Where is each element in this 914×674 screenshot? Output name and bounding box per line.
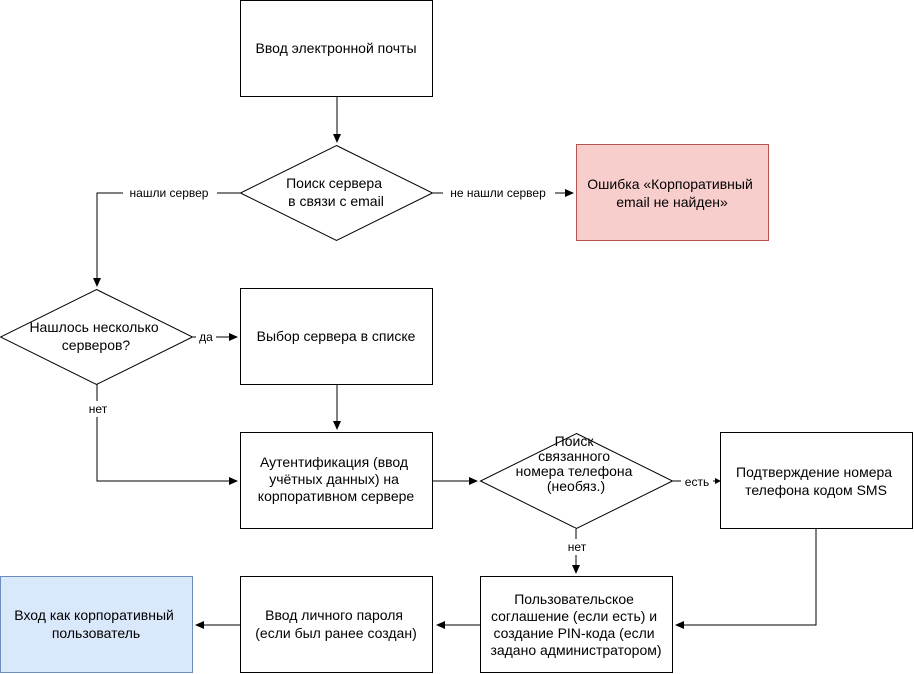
node-sms-confirm: Подтверждение номера телефона кодом SMS — [720, 432, 913, 529]
edge-label-not-found-server: не нашли сервер — [450, 186, 546, 200]
node-choose-server-text: Выбор сервера в списке — [257, 328, 416, 344]
edge-sms-to-agreement — [675, 528, 817, 629]
edge-label-no-phone: нет — [568, 540, 587, 554]
edge-label-no-servers: нет — [89, 402, 108, 416]
edge-label-has-phone: есть — [685, 475, 709, 489]
node-agreement: Пользовательское соглашение (если есть) … — [480, 576, 673, 673]
edge-search-found — [93, 192, 241, 287]
node-auth-text: Аутентификация (ввод учётных данных) на … — [258, 454, 415, 504]
node-auth: Аутентификация (ввод учётных данных) на … — [240, 432, 433, 529]
node-login-text: Вход как корпоративный пользователь — [14, 607, 177, 641]
node-multi-servers: Нашлось несколько серверов? — [0, 288, 194, 386]
node-choose-server: Выбор сервера в списке — [240, 288, 433, 385]
node-phone-search: Поиск связанного номера телефона (необяз… — [479, 432, 674, 530]
edge-label-found-server: нашли сервер — [130, 186, 209, 200]
node-agreement-text: Пользовательское соглашение (если есть) … — [490, 591, 661, 658]
node-multi-servers-text: Нашлось несколько серверов? — [29, 319, 162, 353]
node-password: Ввод личного пароля (если был ранее созд… — [240, 576, 433, 673]
edge-labels: нашли сервер не нашли сервер да нет есть… — [86, 184, 713, 555]
node-error-text: Ошибка «Корпоративный email не найден» — [587, 176, 756, 210]
node-password-text: Ввод личного пароля (если был ранее созд… — [255, 607, 416, 641]
node-email-input-text: Ввод электронной почты — [256, 40, 417, 56]
edge-multi-no — [96, 384, 238, 485]
edge-label-yes: да — [199, 330, 213, 344]
node-login: Вход как корпоративный пользователь — [0, 576, 193, 673]
node-server-search: Поиск сервера в связи с email — [239, 144, 434, 242]
node-phone-search-text: Поиск связанного номера телефона (необяз… — [516, 433, 637, 494]
node-error: Ошибка «Корпоративный email не найден» — [576, 144, 769, 241]
node-email-input: Ввод электронной почты — [240, 0, 433, 97]
node-server-search-text: Поиск сервера в связи с email — [286, 175, 386, 209]
node-sms-confirm-text: Подтверждение номера телефона кодом SMS — [736, 464, 896, 498]
